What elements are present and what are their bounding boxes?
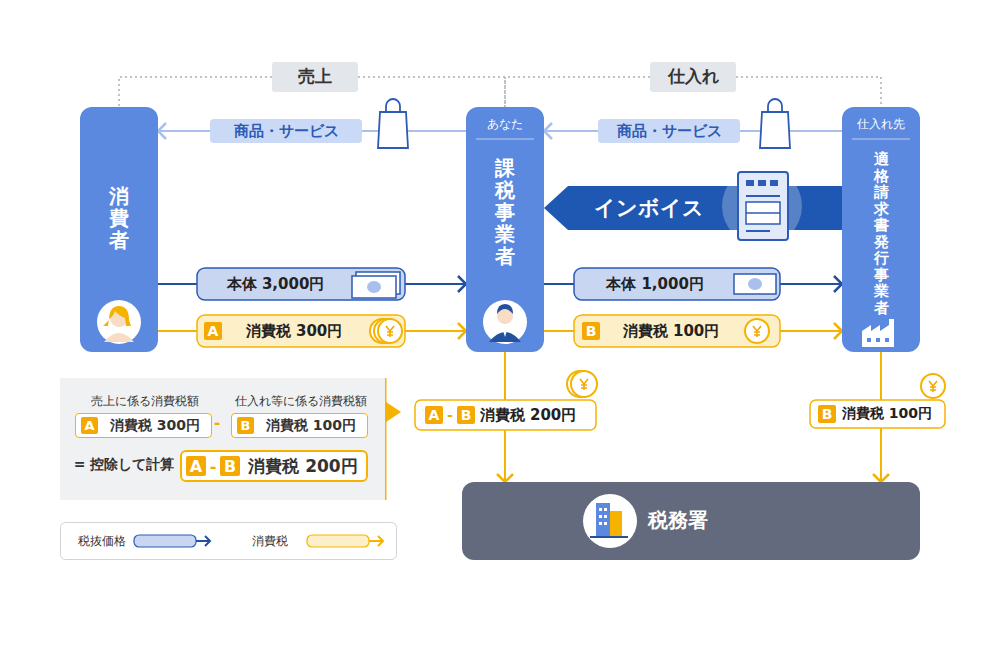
- coin: [745, 319, 769, 343]
- node-label: -: [210, 414, 224, 432]
- connector: [119, 77, 272, 107]
- coin: [921, 374, 945, 398]
- node-label: 仕入れ先: [842, 117, 920, 131]
- edge-label: 本体 1,000円: [580, 268, 730, 300]
- arrowhead: [834, 323, 842, 339]
- label-pill: [598, 119, 740, 143]
- node-label: 消費税 200円: [242, 456, 364, 476]
- business-avatar: [483, 300, 527, 344]
- label-pill: [810, 400, 945, 428]
- edge-label: 消費税 100円: [838, 400, 936, 428]
- yen-mark: [386, 326, 394, 337]
- arrowhead: [544, 123, 552, 139]
- label-pill: [415, 400, 596, 430]
- node-label: 仕入れ: [650, 66, 736, 86]
- coin: [378, 319, 402, 343]
- yen-mark: [580, 379, 588, 390]
- legend-box: [61, 523, 397, 560]
- header-rule: [852, 139, 910, 140]
- edge-label: 商品・サービス: [598, 119, 740, 143]
- label-pill: [197, 315, 405, 347]
- arrowhead: [834, 276, 842, 292]
- building-icon: [583, 494, 637, 548]
- dotted-line: [119, 77, 272, 107]
- node-label: = 控除して計算: [68, 456, 180, 473]
- bag-icon: [378, 99, 790, 148]
- node-label: 消費税 100円: [258, 417, 364, 434]
- actor-column: あなた課税事業者: [466, 107, 544, 352]
- factory-icon: [862, 319, 894, 347]
- node-label: 税務署: [638, 508, 718, 532]
- bill-icon: [352, 272, 776, 298]
- legend-label: 税抜価格: [78, 533, 126, 550]
- vertical-label: 課税事業者: [495, 157, 515, 267]
- consumer-column: [80, 107, 158, 352]
- yen-mark: [929, 381, 937, 392]
- header-rule: [476, 139, 534, 140]
- label-pill: [197, 268, 405, 300]
- edge-label: 本体 3,000円: [203, 268, 348, 300]
- connector: [505, 77, 650, 107]
- vertical-label: 消費者: [109, 185, 129, 251]
- letter-badge: A: [204, 322, 222, 340]
- letter-badge: A: [425, 406, 443, 424]
- letter-badge: B: [237, 417, 254, 434]
- label-pill: [574, 315, 780, 347]
- actor-column: 仕入れ先適格請求書発行事業者: [842, 107, 920, 352]
- node-label: あなた: [466, 117, 544, 131]
- supplier-column: [842, 107, 920, 352]
- legend-label: 消費税: [252, 533, 288, 550]
- letter-badge: B: [220, 456, 240, 476]
- tax-office-box: [462, 482, 920, 560]
- edge-label: 商品・サービス: [210, 119, 362, 143]
- arrowhead: [158, 123, 166, 139]
- yen-mark: [753, 326, 761, 337]
- edge-label: 消費税 300円: [226, 315, 362, 347]
- vertical-label: 適格請求書発行事業者: [874, 151, 889, 316]
- letter-badge: B: [582, 322, 600, 340]
- arrowhead: [458, 323, 466, 339]
- minus-sign: -: [206, 456, 220, 476]
- node-label: 消費税 300円: [102, 417, 208, 434]
- edge-label: 消費税 100円: [603, 315, 739, 347]
- node-label: 仕入れ等に係る消費税額: [222, 394, 379, 408]
- connector: [358, 77, 505, 107]
- edge-label: インボイス: [578, 190, 720, 226]
- letter-badge: A: [186, 456, 206, 476]
- tax-office-box: 税務署: [462, 482, 920, 560]
- arrowhead: [497, 474, 513, 482]
- dotted-line: [736, 77, 881, 107]
- dotted-line: [358, 77, 505, 107]
- coin: [571, 371, 597, 397]
- letter-badge: A: [81, 417, 98, 434]
- tag-box: 仕入れ: [650, 62, 736, 92]
- node-label: 売上に係る消費税額: [66, 394, 223, 408]
- bracket: [385, 378, 401, 500]
- minus-sign: -: [443, 406, 457, 424]
- invoice-document-icon: [722, 166, 802, 246]
- tax-result-box: 消費税 200円: [180, 450, 368, 482]
- letter-badge: B: [457, 406, 475, 424]
- connector: [736, 77, 881, 107]
- node-label: 売上: [272, 66, 358, 86]
- edge-label: 消費税 200円: [478, 400, 578, 430]
- tag-box: 売上: [272, 62, 358, 92]
- formula-panel: - = 控除して計算 売上に係る消費税額消費税 300円仕入れ等に係る消費税額消費税…: [60, 378, 385, 500]
- label-pill: [574, 268, 780, 300]
- consumer-avatar: [97, 300, 141, 344]
- dotted-line: [505, 77, 650, 107]
- label-pill: [210, 119, 362, 143]
- actor-column: 消費者: [80, 107, 158, 352]
- letter-badge: B: [818, 405, 836, 423]
- arrowhead: [458, 276, 466, 292]
- arrowhead: [873, 474, 889, 482]
- business-column: [466, 107, 544, 352]
